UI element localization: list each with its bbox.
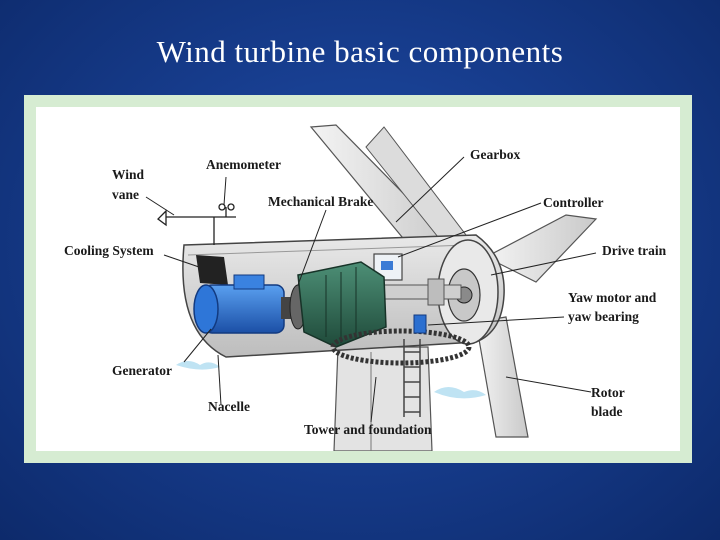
diagram-panel: Wind vane Anemometer Gearbox Mechanical … <box>36 107 680 451</box>
rotor-blades <box>309 124 598 438</box>
label-yaw-motor-line2: yaw bearing <box>568 309 639 324</box>
label-tower-foundation: Tower and foundation <box>304 422 432 437</box>
label-generator: Generator <box>112 363 172 378</box>
label-anemometer: Anemometer <box>206 157 281 172</box>
slide-title: Wind turbine basic components <box>156 34 564 69</box>
generator <box>193 274 293 334</box>
cloud-right <box>434 387 486 399</box>
label-rotor-blade-line2: blade <box>591 404 623 419</box>
wind-turbine-diagram: Wind vane Anemometer Gearbox Mechanical … <box>64 124 667 451</box>
label-wind-vane-line1: Wind <box>112 167 145 182</box>
yaw-bearing <box>330 314 472 366</box>
label-cooling-system: Cooling System <box>64 243 154 258</box>
diagram-frame: Wind vane Anemometer Gearbox Mechanical … <box>24 95 692 463</box>
cloud-left <box>176 361 220 370</box>
label-nacelle: Nacelle <box>208 399 250 414</box>
label-controller: Controller <box>543 195 604 210</box>
cooling-unit <box>196 255 228 285</box>
ladder <box>403 339 421 417</box>
label-drive-train: Drive train <box>602 243 667 258</box>
anemometer-wind-vane <box>157 203 236 245</box>
drive-shaft <box>380 284 462 300</box>
leader-lines <box>145 156 597 423</box>
label-rotor-blade-line1: Rotor <box>591 385 625 400</box>
label-mechanical-brake: Mechanical Brake <box>268 194 373 209</box>
gearbox <box>297 261 387 348</box>
label-gearbox: Gearbox <box>470 147 520 162</box>
label-wind-vane-line2: vane <box>112 187 139 202</box>
label-yaw-motor-line1: Yaw motor and <box>568 290 657 305</box>
